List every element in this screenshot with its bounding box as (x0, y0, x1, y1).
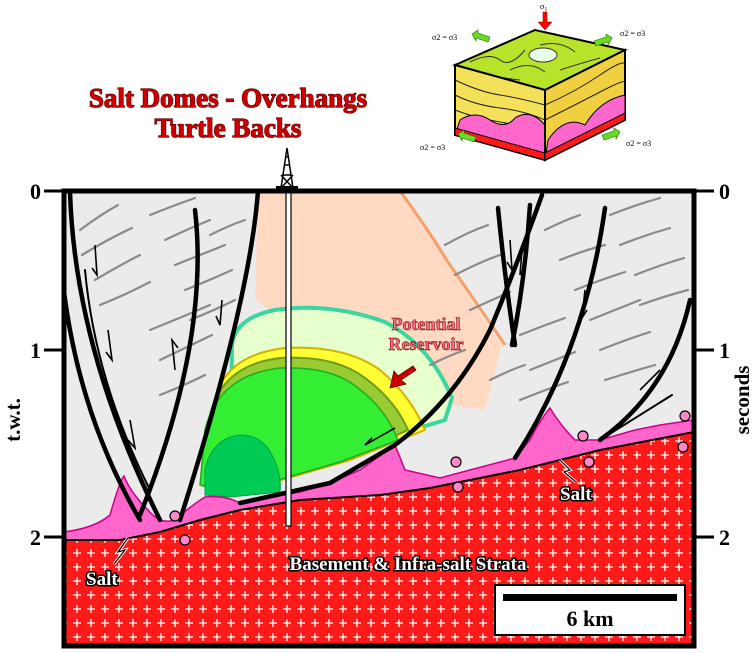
tick-right-2: 2 (719, 525, 730, 550)
arrow-icon (457, 129, 477, 143)
salt-label-right: Salt (560, 484, 592, 505)
arrow-icon (601, 127, 621, 141)
axis-label-left: t.w.t. (1, 398, 25, 442)
stress-label-4: σ2 = σ3 (626, 139, 651, 148)
wellbore (285, 191, 292, 527)
potential-reservoir-line2: Reservoir (389, 334, 464, 354)
arrow-icon (389, 365, 417, 389)
arrow-icon (593, 33, 613, 47)
drilling-rig-icon (276, 147, 298, 189)
potential-reservoir-line1: Potential (392, 314, 461, 334)
tick-right-1: 1 (719, 338, 730, 363)
axis-label-right: seconds (730, 366, 753, 435)
scale-label: 6 km (566, 606, 613, 631)
tick-left-0: 0 (30, 179, 41, 204)
scale-bar: 6 km (494, 584, 686, 636)
tick-left-1: 1 (30, 338, 41, 363)
block-diagram: σ1 σ2 = σ3 σ2 = σ3 σ2 = σ3 σ2 = σ3 (420, 2, 651, 162)
basement-label: Basement & Infra-salt Strata (290, 554, 527, 575)
sigma1-label: σ1 (540, 2, 547, 13)
tick-right-0: 0 (719, 179, 730, 204)
tick-left-2: 2 (30, 525, 41, 550)
stress-label-1: σ2 = σ3 (432, 33, 457, 42)
cross-section (64, 191, 694, 646)
stress-label-2: σ2 = σ3 (620, 29, 645, 38)
salt-label-left: Salt (86, 569, 118, 590)
title-line2: Turtle Backs (155, 113, 302, 143)
arrow-icon (471, 29, 491, 43)
stress-label-3: σ2 = σ3 (420, 143, 445, 152)
title-line1: Salt Domes - Overhangs (89, 83, 367, 113)
